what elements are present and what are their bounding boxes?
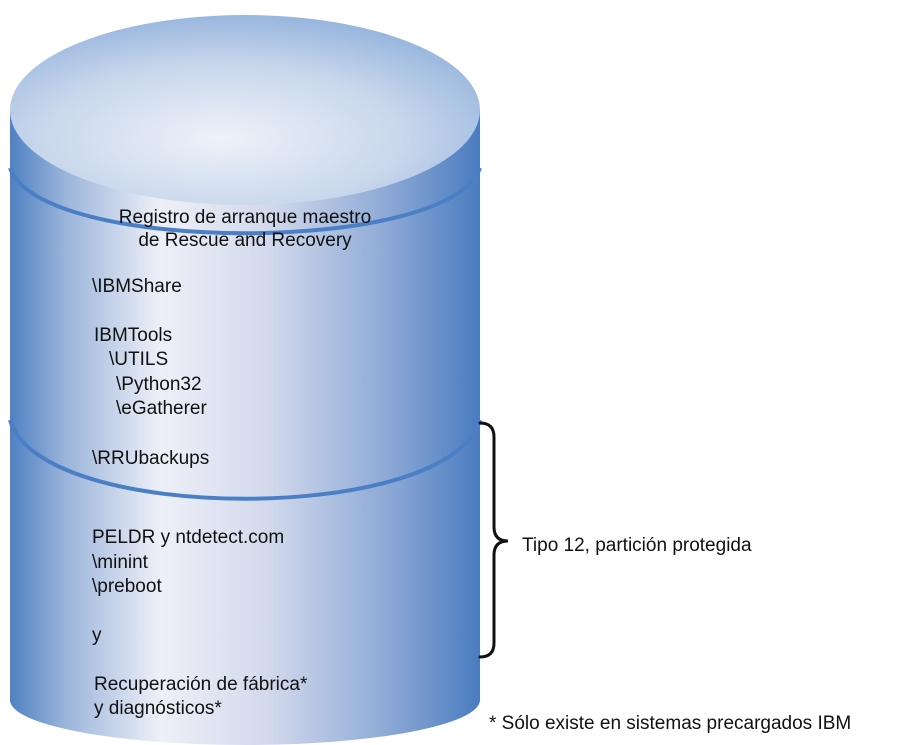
- boot-y: y: [92, 625, 102, 646]
- folder-egatherer: \eGatherer: [116, 398, 207, 419]
- recovery-line1: Recuperación de fábrica*: [94, 674, 308, 695]
- brace-label: Tipo 12, partición protegida: [522, 535, 752, 556]
- cylinder-body: [10, 110, 480, 745]
- boot-peldr: PELDR y ntdetect.com: [92, 527, 285, 548]
- recovery-line2: y diagnósticos*: [94, 698, 222, 719]
- mbr-label-line2: de Rescue and Recovery: [138, 230, 352, 251]
- folder-utils: \UTILS: [109, 349, 169, 370]
- folder-ibmtools: IBMTools: [94, 325, 173, 346]
- cylinder-top: [10, 15, 480, 205]
- mbr-separator: [8, 167, 482, 236]
- folder-ibmshare: \IBMShare: [92, 276, 182, 297]
- boot-minint: \minint: [92, 552, 148, 573]
- partition-separator: [8, 419, 482, 501]
- boot-preboot: \preboot: [92, 576, 162, 597]
- folder-python32: \Python32: [116, 374, 202, 395]
- footnote: * Sólo existe en sistemas precargados IB…: [489, 713, 852, 734]
- cylinder: [8, 15, 482, 745]
- partition-brace: [478, 421, 509, 659]
- mbr-label-line1: Registro de arranque maestro: [118, 207, 372, 228]
- mbr-label: Registro de arranque maestro de Rescue a…: [60, 206, 430, 252]
- folder-rrubackups: \RRUbackups: [92, 448, 210, 469]
